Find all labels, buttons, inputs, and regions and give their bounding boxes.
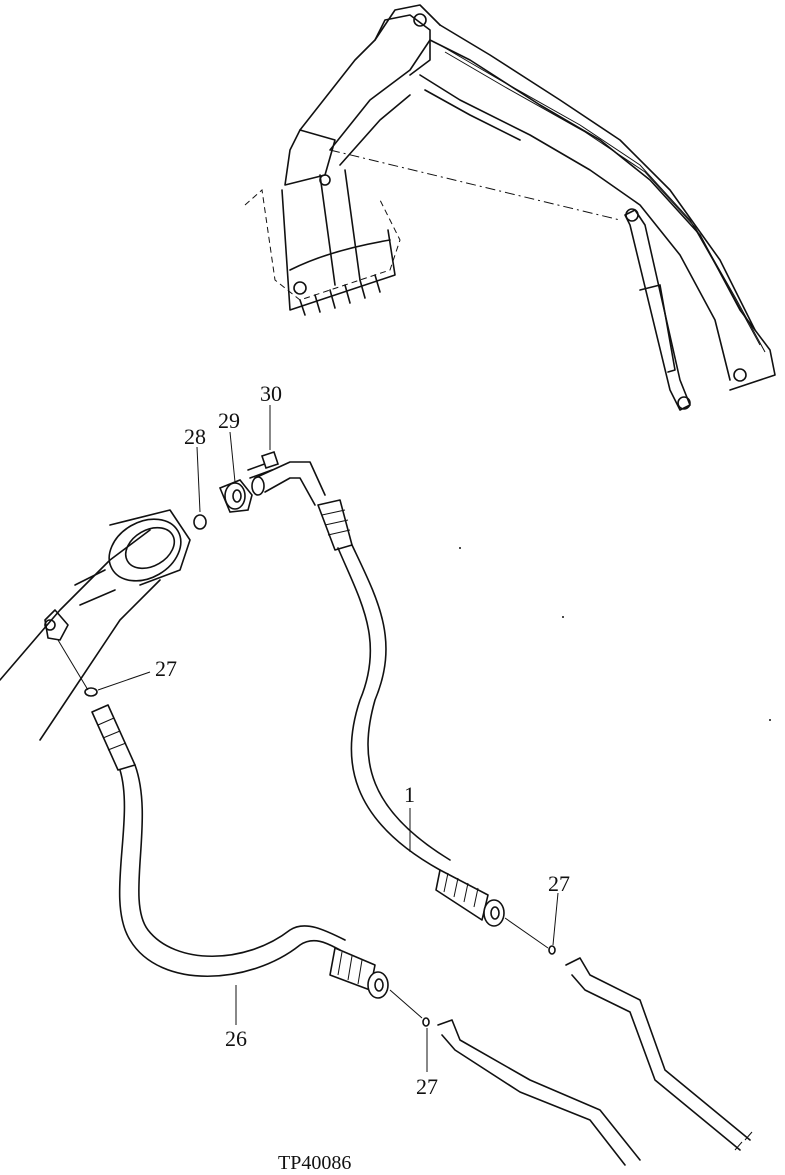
leader-27-upper (97, 671, 151, 691)
figure-id: TP40086 (278, 1152, 352, 1174)
hose-1 (251, 461, 549, 949)
callout-27-right: 27 (548, 871, 570, 896)
leader-27-right (552, 892, 559, 946)
callout-27-lower: 27 (416, 1074, 438, 1099)
callout-1: 1 (404, 782, 415, 807)
callout-26: 26 (225, 1026, 247, 1051)
oring-28 (193, 514, 207, 530)
oring-27-upper (84, 687, 98, 697)
split-flange-29 (218, 479, 253, 513)
oring-27-lower (422, 1017, 430, 1027)
oring-27-right (548, 945, 556, 955)
callout-28: 28 (184, 424, 206, 449)
steel-tubes (437, 957, 753, 1166)
leader-28 (196, 446, 201, 513)
callout-29: 29 (218, 408, 240, 433)
callout-30: 30 (260, 381, 282, 406)
hose-26 (91, 704, 423, 1019)
excavator-boom-illustration (244, 4, 776, 411)
cylinder-end-illustration (0, 509, 191, 741)
leader-29 (229, 431, 236, 483)
callout-27-upper: 27 (155, 656, 177, 681)
